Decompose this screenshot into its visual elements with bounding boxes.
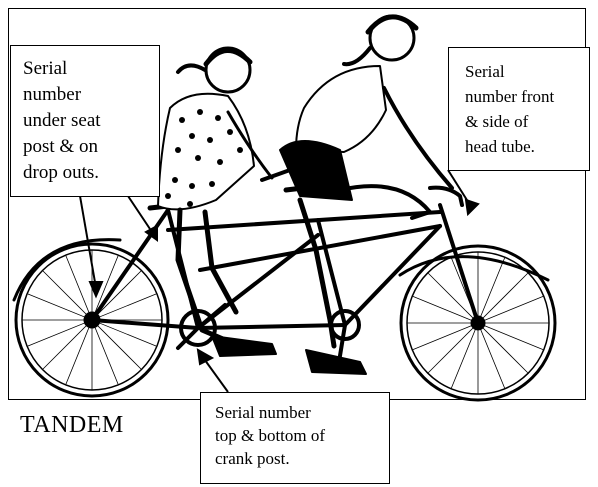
tandem-frame	[90, 203, 480, 330]
crank-post-callout: Serial number top & bottom of crank post…	[200, 392, 390, 484]
adult-rider	[279, 14, 454, 375]
head-tube-callout: Serial number front & side of head tube.	[448, 47, 590, 171]
child-rider	[157, 46, 277, 357]
seat-post-callout: Serial number under seat post & on drop …	[10, 45, 160, 197]
leader-arrows	[79, 169, 480, 393]
tandem-label: TANDEM	[20, 412, 124, 438]
